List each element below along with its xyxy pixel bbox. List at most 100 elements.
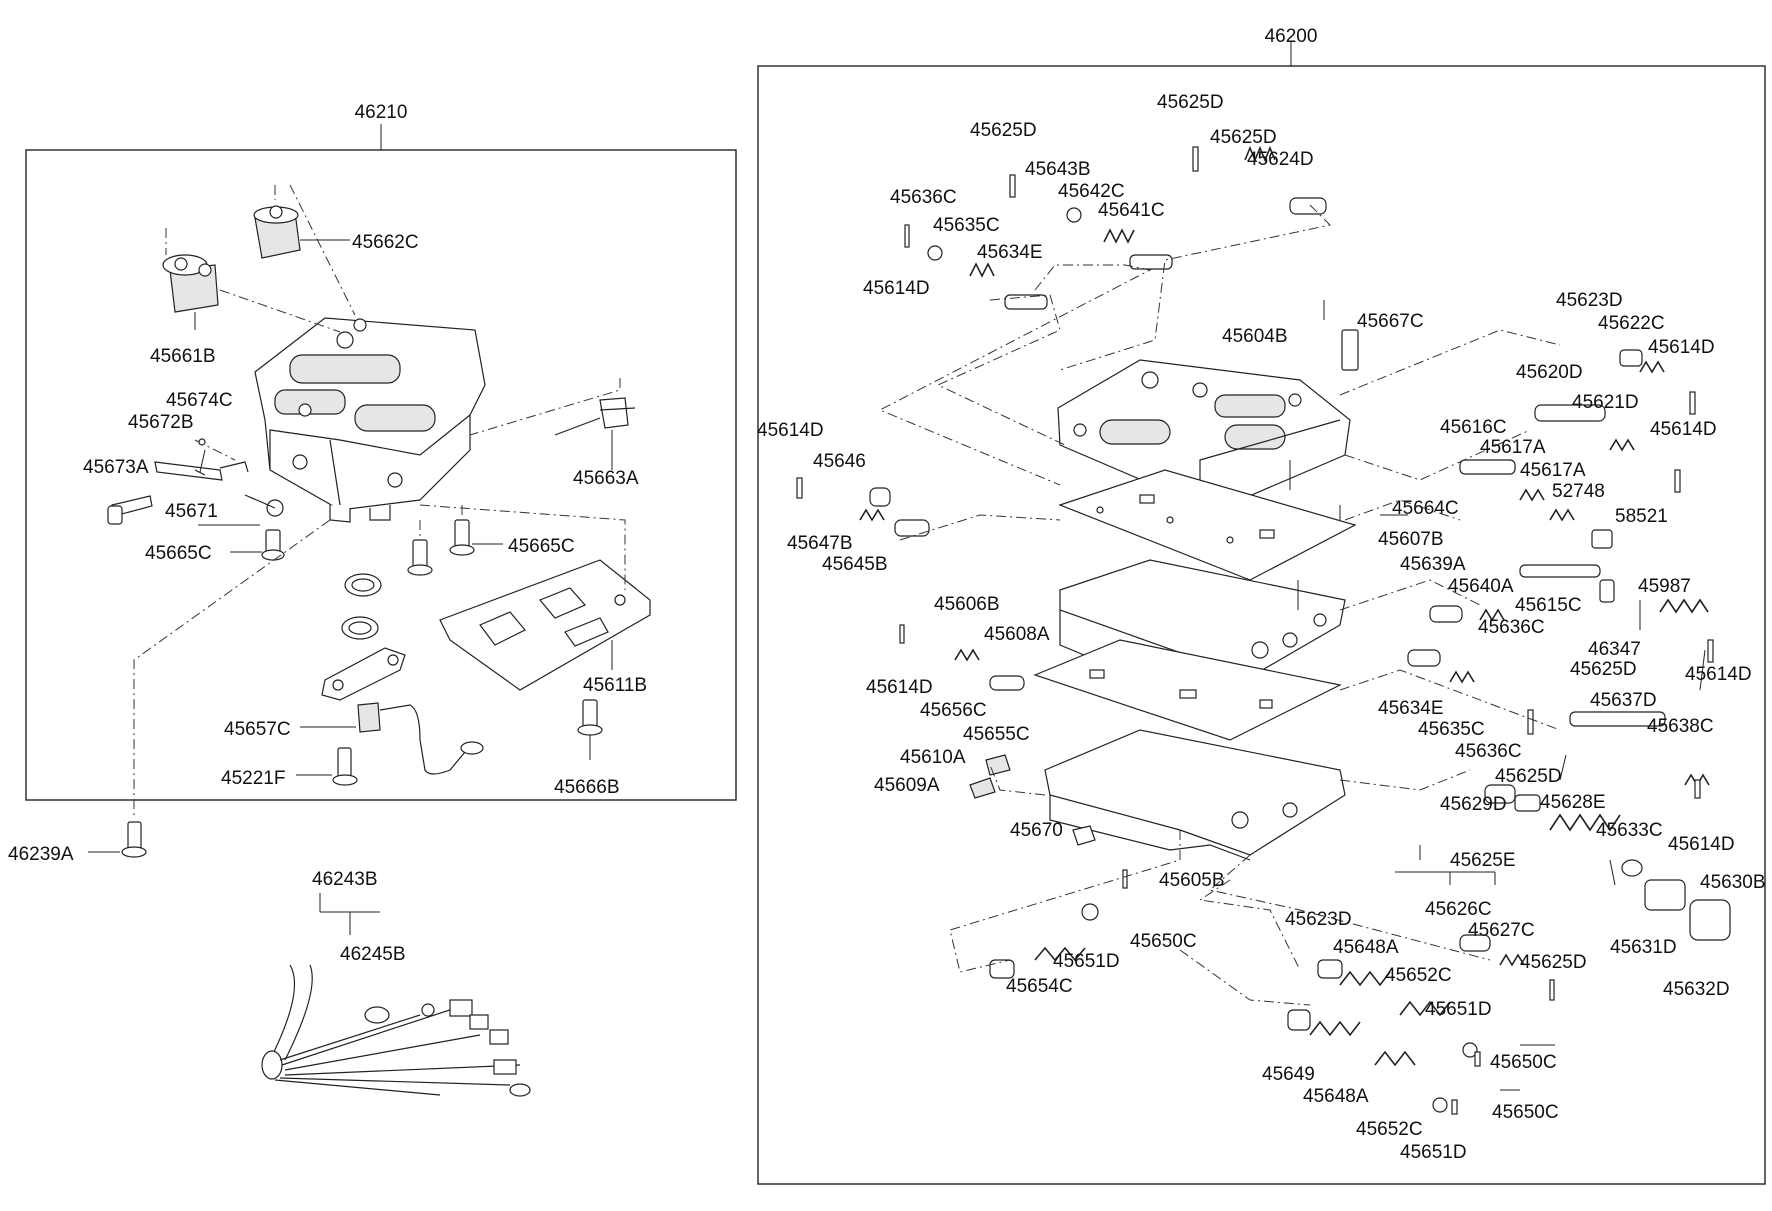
- part-label: 45606B: [934, 594, 1000, 615]
- part-label: 45657C: [224, 719, 291, 740]
- part-label: 46243B: [312, 869, 378, 890]
- wiring-harness-drawing: [261, 893, 531, 1097]
- part-label: 45662C: [352, 232, 419, 253]
- part-label: 45636C: [1455, 741, 1522, 762]
- part-label: 45625D: [1570, 659, 1637, 680]
- part-label: 45610A: [900, 747, 966, 768]
- part-label: 45648A: [1333, 937, 1399, 958]
- part-label: 45639A: [1400, 554, 1466, 575]
- part-label: 45647B: [787, 533, 853, 554]
- part-label: 45614D: [1648, 337, 1715, 358]
- part-label: 45674C: [166, 390, 233, 411]
- part-label: 52748: [1552, 481, 1605, 502]
- part-label: 45623D: [1285, 909, 1352, 930]
- harness-labels: 46243B 46245B: [312, 869, 406, 965]
- part-label: 45632D: [1663, 979, 1730, 1000]
- part-label: 45622C: [1598, 313, 1665, 334]
- part-label: 45625D: [1210, 127, 1277, 148]
- part-label: 46347: [1588, 639, 1641, 660]
- part-label: 45651D: [1425, 999, 1492, 1020]
- part-label: 45631D: [1610, 937, 1677, 958]
- part-label: 46239A: [8, 844, 74, 865]
- part-label: 45645B: [822, 554, 888, 575]
- part-label: 45652C: [1356, 1119, 1423, 1140]
- part-label: 45634E: [977, 242, 1043, 263]
- part-label: 45614D: [866, 677, 933, 698]
- part-label: 45648A: [1303, 1086, 1369, 1107]
- part-label: 46245B: [340, 944, 406, 965]
- part-label: 45614D: [757, 420, 824, 441]
- part-label: 45623D: [1556, 290, 1623, 311]
- left-assembly-frame: 46210: [25, 102, 737, 801]
- part-label: 45650C: [1490, 1052, 1557, 1073]
- part-label: 45654C: [1006, 976, 1073, 997]
- part-label: 45635C: [933, 215, 1000, 236]
- part-label: 45617A: [1520, 460, 1586, 481]
- part-label: 45615C: [1515, 595, 1582, 616]
- part-label: 45609A: [874, 775, 940, 796]
- part-label: 45221F: [221, 768, 285, 789]
- part-label: 45625D: [1520, 952, 1587, 973]
- part-label: 45651D: [1400, 1142, 1467, 1163]
- part-label: 45665C: [508, 536, 575, 557]
- part-label: 45666B: [554, 777, 620, 798]
- part-label: 45634E: [1378, 698, 1444, 719]
- part-label: 45614D: [1685, 664, 1752, 685]
- right-assembly-frame: 46200: [757, 26, 1766, 1185]
- part-label: 45620D: [1516, 362, 1583, 383]
- part-label: 45607B: [1378, 529, 1444, 550]
- part-label: 45633C: [1596, 820, 1663, 841]
- part-label: 45625E: [1450, 850, 1516, 871]
- right-part-labels: 45625D 45625D 45625D 45643B 45636C 45642…: [757, 92, 1766, 1163]
- part-label: 45641C: [1098, 200, 1165, 221]
- part-label: 45627C: [1468, 920, 1535, 941]
- part-label: 45628E: [1540, 792, 1606, 813]
- part-label: 45672B: [128, 412, 194, 433]
- part-label: 45625D: [970, 120, 1037, 141]
- part-label: 45614D: [1668, 834, 1735, 855]
- part-label: 45987: [1638, 576, 1691, 597]
- part-label: 45625D: [1495, 766, 1562, 787]
- part-label: 45649: [1262, 1064, 1315, 1085]
- part-label: 45624D: [1247, 149, 1314, 170]
- part-label: 45608A: [984, 624, 1050, 645]
- part-label: 45664C: [1392, 498, 1459, 519]
- part-label: 45650C: [1130, 931, 1197, 952]
- part-label: 45605B: [1159, 870, 1225, 891]
- part-label: 45646: [813, 451, 866, 472]
- part-label: 45626C: [1425, 899, 1492, 920]
- part-label: 45636C: [1478, 617, 1545, 638]
- part-label: 45616C: [1440, 417, 1507, 438]
- part-label: 45614D: [1650, 419, 1717, 440]
- part-label: 45630B: [1700, 872, 1766, 893]
- part-label: 45663A: [573, 468, 639, 489]
- part-label: 45614D: [863, 278, 930, 299]
- part-label: 58521: [1615, 506, 1668, 527]
- assembly-number-right: 46200: [1265, 26, 1318, 47]
- part-label: 45642C: [1058, 181, 1125, 202]
- part-label: 45629D: [1440, 794, 1507, 815]
- part-label: 45637D: [1590, 690, 1657, 711]
- assembly-number-left: 46210: [355, 102, 408, 123]
- part-label: 45652C: [1385, 965, 1452, 986]
- part-label: 45656C: [920, 700, 987, 721]
- part-label: 45643B: [1025, 159, 1091, 180]
- part-label: 45635C: [1418, 719, 1485, 740]
- part-label: 45604B: [1222, 326, 1288, 347]
- part-label: 45636C: [890, 187, 957, 208]
- part-label: 45671: [165, 501, 218, 522]
- left-part-labels: 45662C 45661B 45674C 45672B 45673A 45663…: [8, 232, 647, 865]
- part-label: 45640A: [1448, 576, 1514, 597]
- part-label: 45651D: [1053, 951, 1120, 972]
- part-label: 45621D: [1572, 392, 1639, 413]
- part-label: 45650C: [1492, 1102, 1559, 1123]
- part-label: 45638C: [1647, 716, 1714, 737]
- part-label: 45670: [1010, 820, 1063, 841]
- part-label: 45655C: [963, 724, 1030, 745]
- part-label: 45625D: [1157, 92, 1224, 113]
- part-label: 45661B: [150, 346, 216, 367]
- part-label: 45673A: [83, 457, 149, 478]
- part-label: 45611B: [583, 675, 647, 696]
- part-label: 45665C: [145, 543, 212, 564]
